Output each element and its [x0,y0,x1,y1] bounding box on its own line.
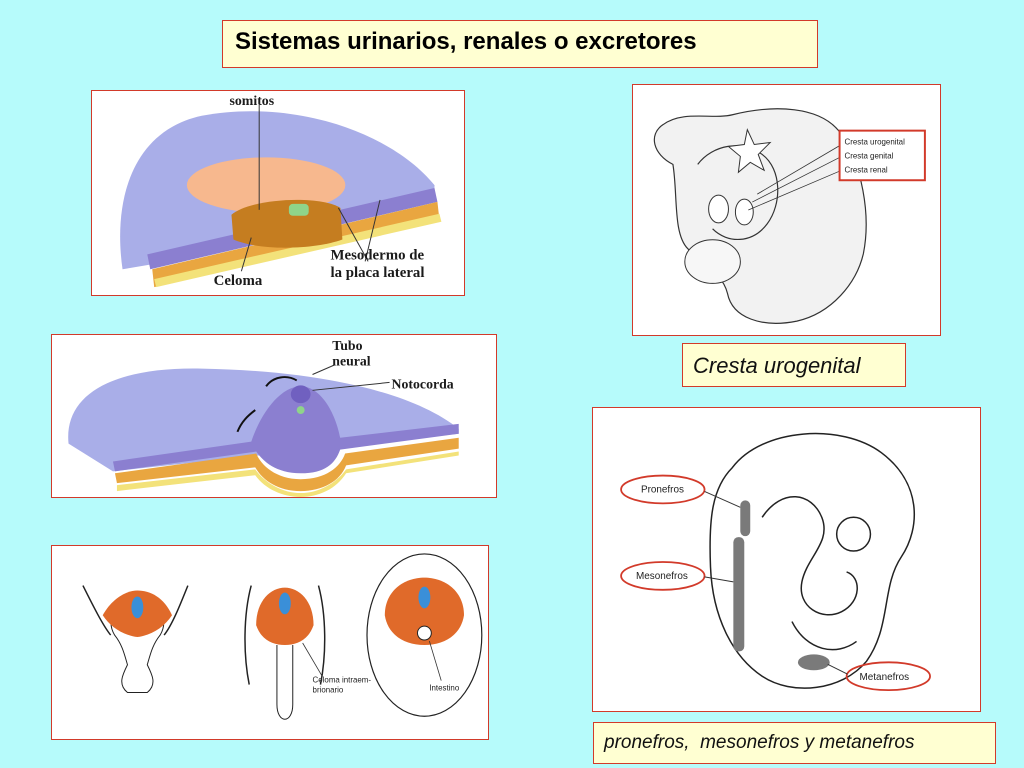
page-title: Sistemas urinarios, renales o excretores [235,28,697,55]
pronefros-pointer [704,490,741,508]
caption-cresta: Cresta urogenital [693,353,861,378]
label-celoma: Celoma [214,273,263,289]
embryo-outline [653,108,867,324]
fold-arrow-1b [163,585,189,636]
section-2-body [256,587,314,645]
label-celoma-2: brionario [313,685,344,694]
ridge-label-box [838,129,926,182]
celoma-pointer [302,642,323,677]
label-cresta-renal: Cresta renal [845,165,888,174]
ridge-left [708,194,729,224]
somite-mass [231,199,343,248]
tubo-pointer [312,364,336,375]
celoma-pointer [240,237,252,272]
mesonefros-highlight [620,561,706,591]
label-celoma-1: Celoma intraem- [313,676,372,685]
neural-tube-star [727,128,772,174]
section-1-neural-tube [131,596,144,619]
neural-tube-illustration: Tubo neural Notocorda [68,338,459,497]
label-tubo-1: Tubo [332,338,362,353]
fold-arrow-2b [317,585,326,685]
somites-illustration: somitos Mesodermo de la placa lateral Ce… [120,93,442,289]
label-cresta-genital: Cresta genital [845,151,894,160]
heart-circle [835,516,872,552]
label-metanefros: Metanefros [860,672,910,683]
caption-nefros: pronefros, mesonefros y metanefros [604,732,915,753]
label-notocorda: Notocorda [392,376,454,391]
figure-somites-diagram: somitos Mesodermo de la placa lateral Ce… [91,90,465,296]
label-pronefros: Pronefros [641,484,684,495]
notocorda-pointer [312,381,390,391]
section-2-gut [276,644,294,720]
metanefros-highlight [845,661,931,692]
pronefros-highlight [620,474,706,505]
label-intestino: Intestino [429,684,459,693]
gut-tube [761,496,858,616]
embryo-outline [709,432,916,689]
notochord [296,406,305,415]
label-somitos: somitos [229,93,274,108]
caption-nefros-box: pronefros, mesonefros y metanefros [593,722,996,764]
urogenital-pointer [757,144,842,195]
neural-tube [290,385,311,404]
caption-cresta-box: Cresta urogenital [682,343,906,387]
fold-arrow-left [265,376,298,387]
endoderm-layer [154,213,442,288]
embryo-folding-illustration: Celoma intraem- brionario Intestino [82,553,483,720]
metanefros-pointer [827,663,848,675]
notochord [288,203,309,216]
genital-pointer [752,156,842,203]
mesodermo-pointer-1 [364,199,381,262]
cloaca [791,621,857,651]
label-mesodermo-1: Mesodermo de [330,247,424,263]
ridge-right [734,198,754,226]
figure-embryo-folding: Celoma intraem- brionario Intestino [51,545,489,740]
section-3-neural-tube [418,586,431,609]
label-mesonefros: Mesonefros [636,571,688,582]
label-mesodermo-2: la placa lateral [330,265,424,281]
section-2-neural-tube [278,592,291,615]
fold-arrow-lower [236,409,256,433]
label-cresta-urogenital: Cresta urogenital [845,138,906,147]
intestino-pointer [428,640,442,681]
mesodermo-pointer-2 [337,207,369,262]
section-3-body [384,577,464,645]
figure-neural-tube-diagram: Tubo neural Notocorda [51,334,497,498]
fold-arrow-1a [82,585,112,636]
renal-pointer [748,169,842,211]
nephros-stages-illustration: Pronefros Mesonefros Metanefros [620,432,931,692]
figure-urogenital-ridge: Cresta urogenital Cresta genital Cresta … [632,84,941,336]
metanephros-blob [797,654,830,671]
ectoderm-layer [112,386,459,474]
label-tubo-2: neural [332,354,371,369]
mesoderm-layer [114,437,459,492]
title-box: Sistemas urinarios, renales o excretores [222,20,818,68]
urogenital-ridge-illustration: Cresta urogenital Cresta genital Cresta … [653,108,926,324]
section-3-intestine [416,625,432,641]
mesonephros-bar [733,537,745,652]
fold-arrow-2a [244,585,252,685]
mesonefros-pointer [704,576,734,583]
yolk-sac [684,239,741,284]
pronephros-bar [740,500,751,537]
figure-nephros-stages: Pronefros Mesonefros Metanefros [592,407,981,712]
mesoderm-area [186,157,346,213]
